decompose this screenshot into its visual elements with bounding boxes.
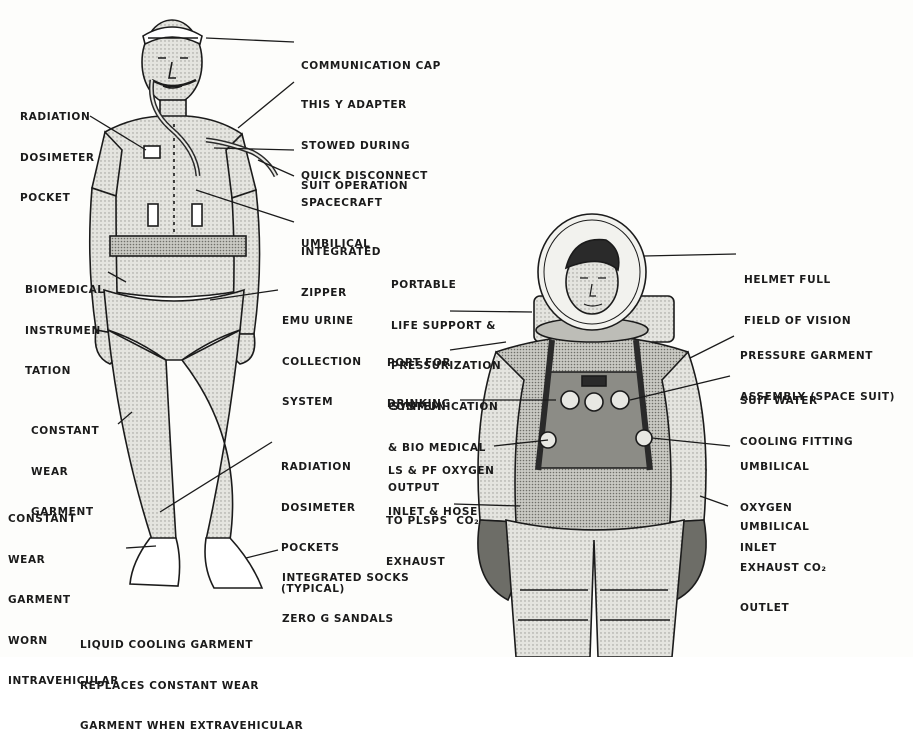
label-line: EXHAUST CO₂ <box>740 562 827 576</box>
label-line: REPLACES CONSTANT WEAR <box>80 680 303 694</box>
label-umbilical-exhaust-co2: UMBILICAL EXHAUST CO₂ OUTLET <box>740 494 827 629</box>
label-line: HELMET FULL <box>744 274 851 288</box>
label-line: TO PLSPS CO₂ <box>386 515 479 529</box>
biomedical-belt <box>110 236 246 256</box>
label-line: PORTABLE <box>391 279 501 293</box>
label-line: WEAR <box>8 554 119 568</box>
label-biomedical-instrumentation: BIOMEDICAL INSTRUMEN TATION <box>25 257 105 392</box>
label-line: WEAR <box>31 466 99 480</box>
label-line: PORT FOR <box>387 357 451 371</box>
label-line: COLLECTION <box>282 356 362 370</box>
chest-pocket <box>144 146 160 158</box>
label-line: THIS Y ADAPTER <box>301 99 410 113</box>
label-line: RADIATION <box>20 111 95 125</box>
suit-water-cooling-fitting <box>561 391 579 409</box>
label-line: CONSTANT <box>31 425 99 439</box>
label-line: TATION <box>25 365 105 379</box>
label-line: CONSTANT <box>8 513 119 527</box>
left-foot <box>130 538 180 586</box>
label-radiation-dosimeter-pocket: RADIATION DOSIMETER POCKET <box>20 84 95 219</box>
label-liquid-cooling-garment: LIQUID COOLING GARMENT REPLACES CONSTANT… <box>80 612 303 747</box>
label-to-plsps-co2-exhaust: TO PLSPS CO₂ EXHAUST <box>386 488 479 583</box>
label-line: UMBILICAL <box>740 461 809 475</box>
right-foot <box>205 538 262 588</box>
label-line: SPACECRAFT <box>301 197 383 211</box>
space-suit-figure <box>478 214 706 657</box>
label-line: GARMENT WHEN EXTRAVEHICULAR <box>80 720 303 734</box>
label-line: SYSTEM <box>282 396 362 410</box>
label-line: EXHAUST <box>386 556 479 570</box>
diagram-canvas: COMMUNICATION CAP THIS Y ADAPTER STOWED … <box>0 0 913 657</box>
label-line: GARMENT <box>8 594 119 608</box>
right-leg <box>182 330 240 540</box>
label-emu-urine-collection: EMU URINE COLLECTION SYSTEM <box>282 288 362 423</box>
label-line: INSTRUMEN <box>25 325 105 339</box>
label-line: DOSIMETER <box>20 152 95 166</box>
label-line: UMBILICAL <box>740 521 827 535</box>
label-line: LIQUID COOLING GARMENT <box>80 639 303 653</box>
label-line: EMU URINE <box>282 315 362 329</box>
label-line: DOSIMETER <box>281 502 356 516</box>
label-line: SUIT WATER <box>740 395 853 409</box>
label-line: INTEGRATED <box>301 246 381 260</box>
label-line: PRESSURE GARMENT <box>740 350 895 364</box>
suit-legs <box>506 520 684 657</box>
label-line: BIOMEDICAL <box>25 284 105 298</box>
label-line: POCKET <box>20 192 95 206</box>
label-line: LS & PF OXYGEN <box>388 465 494 479</box>
label-line: COMMUNICATION <box>388 401 498 415</box>
label-line: OUTLET <box>740 602 827 616</box>
label-line: RADIATION <box>281 461 356 475</box>
